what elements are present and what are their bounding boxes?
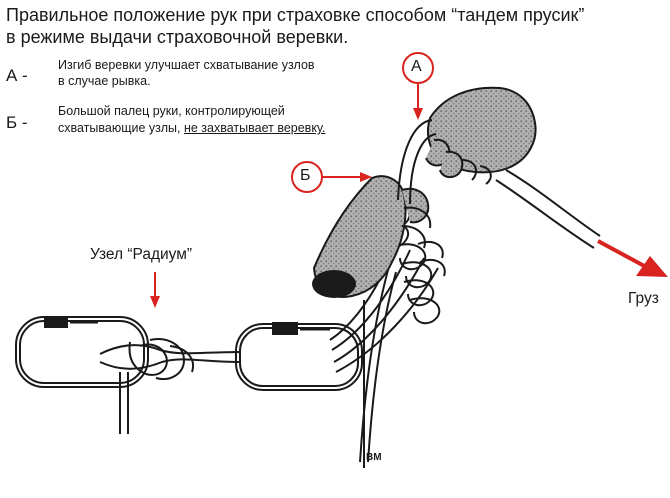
signature: BM xyxy=(366,452,382,463)
upper-hand xyxy=(425,86,537,185)
load-arrow xyxy=(597,239,668,277)
legend-b-line-2-underlined: не захватывает веревку. xyxy=(183,121,326,135)
legend-a-line-1: Изгиб веревки улучшает схватывание узлов xyxy=(58,58,315,72)
legend-a-line-2: в случае рывка. xyxy=(58,74,151,88)
legend-b-line-2: схватывающие узлы, не захватывает веревк… xyxy=(58,120,325,136)
legend-b-line-2-plain: схватывающие узлы, xyxy=(58,121,184,135)
callout-a-label: А xyxy=(411,58,422,75)
callout-b xyxy=(291,161,372,193)
radium-arrow xyxy=(150,272,160,308)
callout-a xyxy=(402,52,434,120)
legend-a-letter: А - xyxy=(6,66,28,85)
lower-hand xyxy=(312,175,432,298)
title-line-1: Правильное положение рук при страховке с… xyxy=(6,5,585,25)
radium-knot-label: Узел “Радиум” xyxy=(90,246,193,263)
title-line-2: в режиме выдачи страховочной веревки. xyxy=(6,27,349,47)
radium-knot xyxy=(99,338,241,434)
legend-b-letter: Б - xyxy=(6,113,28,132)
rope-to-load xyxy=(397,119,601,249)
callout-b-label: Б xyxy=(300,167,311,184)
load-label: Груз xyxy=(628,290,659,307)
legend-b-line-1: Большой палец руки, контролирующей xyxy=(58,104,285,118)
carabiner-left xyxy=(15,316,149,388)
